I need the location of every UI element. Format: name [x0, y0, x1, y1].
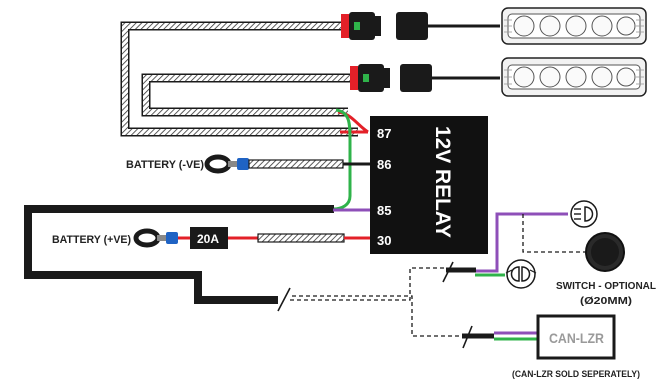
battery-negative-label: BATTERY (-VE)	[126, 159, 204, 171]
wire-85-canlzr-dashed	[292, 295, 462, 337]
switch-icon	[585, 232, 625, 272]
relay-pin-86: 86	[377, 157, 391, 172]
light-bar-icon	[501, 57, 647, 97]
harness-bottom	[141, 73, 350, 117]
break-mark-85	[277, 287, 291, 312]
wire-30-harness	[257, 233, 370, 243]
high-beam-icon	[570, 200, 598, 228]
harness-top	[120, 21, 358, 137]
connector-bottom-female	[400, 64, 500, 92]
break-mark-switch	[442, 261, 454, 283]
connector-bottom-male	[350, 64, 390, 92]
relay-pin-87: 87	[377, 126, 391, 141]
wire-switch-purple	[475, 212, 568, 273]
canlzr-note: (CAN-LZR SOLD SEPERATELY)	[512, 369, 640, 379]
wire-85-dashed	[290, 267, 446, 301]
relay-pin-85: 85	[377, 203, 391, 218]
connector-top-male	[341, 12, 381, 40]
fuse-label: 20A	[197, 232, 219, 246]
ring-terminal-negative	[204, 154, 249, 174]
fuse: 20A	[190, 227, 228, 249]
break-mark-canlzr	[462, 325, 473, 349]
low-beam-icon	[505, 259, 537, 289]
connector-top-female	[396, 12, 500, 40]
battery-positive-label: BATTERY (+VE)	[52, 234, 131, 246]
canlzr-label: CAN-LZR	[549, 330, 604, 346]
wire-green-ground	[332, 108, 352, 211]
wire-85-feed	[24, 205, 334, 304]
relay-title: 12V RELAY	[431, 126, 454, 238]
wire-switch-dashed	[522, 214, 585, 253]
light-bar-icon	[501, 7, 647, 45]
relay: 12V RELAY 87 86 85 30	[370, 116, 488, 254]
ring-terminal-positive	[133, 228, 178, 248]
switch-size-label: (Ø20MM)	[580, 296, 632, 307]
canlzr-module: CAN-LZR	[536, 314, 616, 360]
switch-label: SWITCH - OPTIONAL	[556, 281, 656, 292]
wire-86-harness	[248, 159, 370, 169]
relay-pin-30: 30	[377, 233, 391, 248]
